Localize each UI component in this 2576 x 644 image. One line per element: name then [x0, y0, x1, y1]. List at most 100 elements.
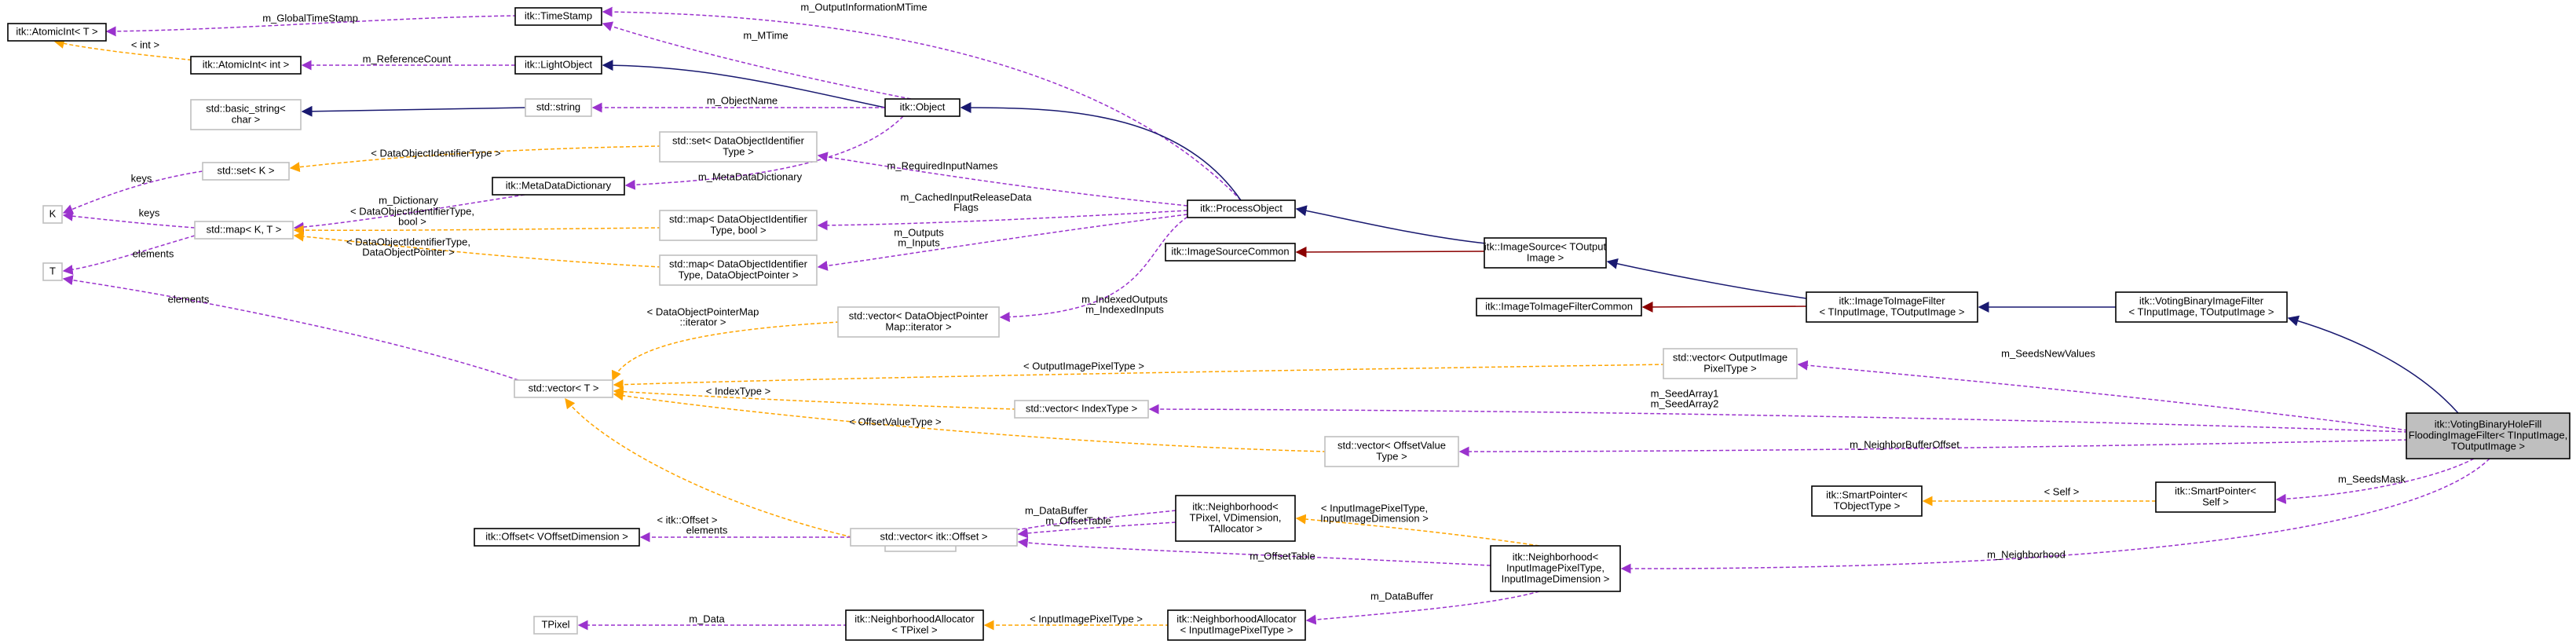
node-imagetoimage[interactable]: itk::ImageToImageFilter< TInputImage, TO… [1806, 291, 1978, 323]
edge-label: m_Dictionary [379, 194, 438, 206]
node-nalloc-in[interactable]: itk::NeighborhoodAllocator< InputImagePi… [1167, 609, 1306, 641]
edge-dopm-tmpl: < DataObjectPointerMap::iterator > [611, 306, 840, 382]
node-metadatadict[interactable]: itk::MetaDataDictionary [492, 177, 625, 196]
edge-nin-databuf: m_DataBuffer [1305, 590, 1540, 625]
edge-dictionary: m_Dictionary [293, 194, 525, 232]
node-box [533, 616, 578, 635]
edge-neighborhood: m_Neighborhood [1620, 458, 2490, 574]
node-atomic-t[interactable]: itk::AtomicInt< T > [7, 23, 107, 42]
node-box [659, 131, 818, 163]
node-label: std::basic_string< [206, 102, 286, 114]
node-votingbinary[interactable]: itk::VotingBinaryImageFilter< TInputImag… [2115, 291, 2288, 323]
edge-nalloc-data: m_Data [577, 613, 847, 631]
node-map-doid-ptr[interactable]: std::map< DataObjectIdentifierType, Data… [659, 254, 818, 286]
node-imagesource[interactable]: itk::ImageSource< TOutputImage > [1484, 237, 1607, 269]
node-vector-t[interactable]: std::vector< T > [514, 379, 613, 398]
node-label: K [49, 207, 57, 219]
edge-sp-tmpl: < Self > [1922, 485, 2156, 507]
edge-label: < DataObjectIdentifierType > [371, 147, 500, 159]
node-k[interactable]: K [42, 205, 63, 224]
edge-label: elements [168, 293, 210, 305]
node-box [1187, 199, 1296, 218]
node-neighborhood-t[interactable]: itk::Neighborhood<TPixel, VDimension,TAl… [1175, 495, 1296, 542]
node-box [1165, 243, 1296, 262]
node-map-kt[interactable]: std::map< K, T > [194, 221, 294, 240]
edge-line [1797, 360, 2409, 431]
node-lightobject[interactable]: itk::LightObject [514, 56, 602, 75]
node-set-k[interactable]: std::set< K > [202, 162, 290, 181]
node-box [7, 23, 107, 42]
edge-offset-tmpl: < itk::Offset > [565, 397, 853, 538]
edge-map-bool-tmpl: < DataObjectIdentifierType,bool > [293, 205, 662, 236]
node-nalloc-t[interactable]: itk::NeighborhoodAllocator< TPixel > [845, 609, 984, 641]
node-label: FloodingImageFilter< TInputImage, [2409, 429, 2567, 441]
node-label: std::map< DataObjectIdentifier [669, 258, 808, 269]
edge-label: < InputImagePixelType > [1030, 613, 1143, 624]
node-tpixel[interactable]: TPixel [533, 616, 578, 635]
node-set-doid[interactable]: std::set< DataObjectIdentifierType > [659, 131, 818, 163]
node-smartptr-self[interactable]: itk::SmartPointer<Self > [2155, 481, 2276, 513]
edge-label: keys [139, 207, 160, 218]
node-imagetoimagecommon[interactable]: itk::ImageToImageFilterCommon [1476, 298, 1642, 317]
node-box [1663, 348, 1798, 379]
edge-string-basic [301, 105, 526, 117]
node-vector-offset[interactable]: std::vector< itk::Offset > [850, 528, 1018, 547]
node-label: itk::ProcessObject [1200, 202, 1283, 214]
node-box [42, 262, 63, 281]
node-vector-outpix[interactable]: std::vector< OutputImagePixelType > [1663, 348, 1798, 379]
edge-line [1295, 514, 1540, 547]
node-vector-offsetval[interactable]: std::vector< OffsetValueType > [1324, 436, 1459, 467]
edge-line [293, 231, 662, 268]
node-label: std::vector< OffsetValue [1337, 439, 1446, 451]
edge-metadict: m_MetaDataDictionary [624, 115, 904, 190]
edge-line [1620, 458, 2490, 574]
edge-label: m_DataBuffer [1025, 504, 1089, 516]
edge-outpix-tmpl: < OutputImagePixelType > [613, 360, 1666, 390]
node-box [202, 162, 290, 181]
node-offset-vdim[interactable]: itk::Offset< VOffsetDimension > [474, 528, 640, 547]
node-main[interactable]: itk::VotingBinaryHoleFillFloodingImageFi… [2406, 412, 2571, 459]
node-t[interactable]: T [42, 262, 63, 281]
node-object[interactable]: itk::Object [884, 98, 961, 117]
node-timestamp[interactable]: itk::TimeStamp [514, 7, 602, 26]
edge-label: < Self > [2044, 485, 2080, 497]
node-box [514, 379, 613, 398]
node-label: Map::iterator > [885, 320, 951, 332]
node-atomic-int[interactable]: itk::AtomicInt< int > [190, 56, 302, 75]
edge-label: < DataObjectIdentifierType, [346, 236, 470, 247]
edge-line [1295, 246, 1487, 258]
edge-is-po [1295, 205, 1487, 244]
edge-refcount: m_ReferenceCount [301, 53, 515, 71]
edge-label: Flags [953, 201, 979, 213]
node-map-doid-bool[interactable]: std::map< DataObjectIdentifierType, bool… [659, 210, 818, 241]
edge-line [2275, 458, 2475, 504]
node-processobject[interactable]: itk::ProcessObject [1187, 199, 1296, 218]
node-vector-index[interactable]: std::vector< IndexType > [1014, 400, 1149, 419]
edge-is-isc [1295, 246, 1487, 258]
edge-nin-offtab: m_OffsetTable [1017, 537, 1491, 566]
node-label: char > [232, 113, 261, 125]
edge-label: elements [133, 247, 174, 259]
node-basic-string[interactable]: std::basic_string<char > [190, 99, 302, 130]
edge-line [817, 152, 1188, 207]
node-box [2406, 412, 2571, 459]
edge-index-tmpl: < IndexType > [613, 385, 1017, 410]
edge-iti-itic [1641, 301, 1807, 313]
edge-label: m_IndexedOutputs [1081, 293, 1168, 305]
node-vector-dopm[interactable]: std::vector< DataObjectPointerMap::itera… [837, 306, 1000, 338]
edge-iti-is [1606, 258, 1807, 299]
node-imagesourcecommon[interactable]: itk::ImageSourceCommon [1165, 243, 1296, 262]
node-string[interactable]: std::string [525, 98, 592, 117]
node-neighborhood-in[interactable]: itk::Neighborhood<InputImagePixelType,In… [1490, 545, 1621, 592]
node-label: itk::Offset< VOffsetDimension > [485, 530, 628, 542]
edge-label: < DataObjectIdentifierType, [350, 205, 474, 217]
edge-label: < DataObjectPointerMap [647, 306, 759, 317]
edge-line [1017, 537, 1491, 566]
node-smartptr-t[interactable]: itk::SmartPointer<TObjectType > [1811, 485, 1923, 517]
node-box [492, 177, 625, 196]
edge-line [62, 170, 203, 214]
node-box [2155, 481, 2276, 513]
edge-label: < itk::Offset > [657, 514, 717, 525]
edge-label: m_MTime [743, 29, 788, 41]
